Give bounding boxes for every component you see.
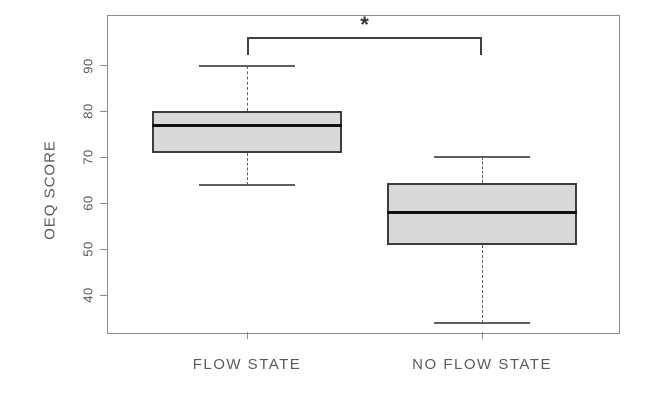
y-tick-mark	[100, 65, 107, 67]
y-tick-mark	[100, 248, 107, 250]
y-tick-mark	[100, 202, 107, 204]
y-tick-label: 50	[80, 241, 96, 258]
y-tick-label: 80	[80, 103, 96, 120]
iqr-box	[152, 111, 342, 153]
y-tick-label: 70	[80, 149, 96, 166]
x-tick-mark	[246, 332, 248, 339]
lower-whisker-stem	[481, 244, 483, 323]
x-axis-category-label: FLOW STATE	[192, 356, 302, 373]
y-tick-mark	[100, 156, 107, 158]
x-tick-mark	[481, 332, 483, 339]
x-axis-category-label: NO FLOW STATE	[412, 356, 552, 373]
y-tick-label: 90	[80, 57, 96, 74]
median-line	[152, 123, 342, 127]
upper-whisker-cap	[199, 64, 295, 67]
median-line	[387, 211, 578, 215]
y-tick-mark	[100, 294, 107, 296]
upper-whisker-stem	[481, 157, 483, 183]
y-tick-mark	[100, 110, 107, 112]
y-tick-label: 60	[80, 195, 96, 212]
y-tick-label: 40	[80, 287, 96, 303]
y-axis-title: OEQ SCORE	[41, 139, 59, 240]
lower-whisker-cap	[199, 183, 295, 186]
significance-bracket	[247, 37, 483, 55]
lower-whisker-stem	[246, 152, 248, 185]
significance-star: *	[360, 12, 369, 37]
lower-whisker-cap	[434, 321, 531, 324]
upper-whisker-stem	[246, 65, 248, 112]
plot-area	[107, 15, 620, 334]
upper-whisker-cap	[434, 156, 531, 159]
